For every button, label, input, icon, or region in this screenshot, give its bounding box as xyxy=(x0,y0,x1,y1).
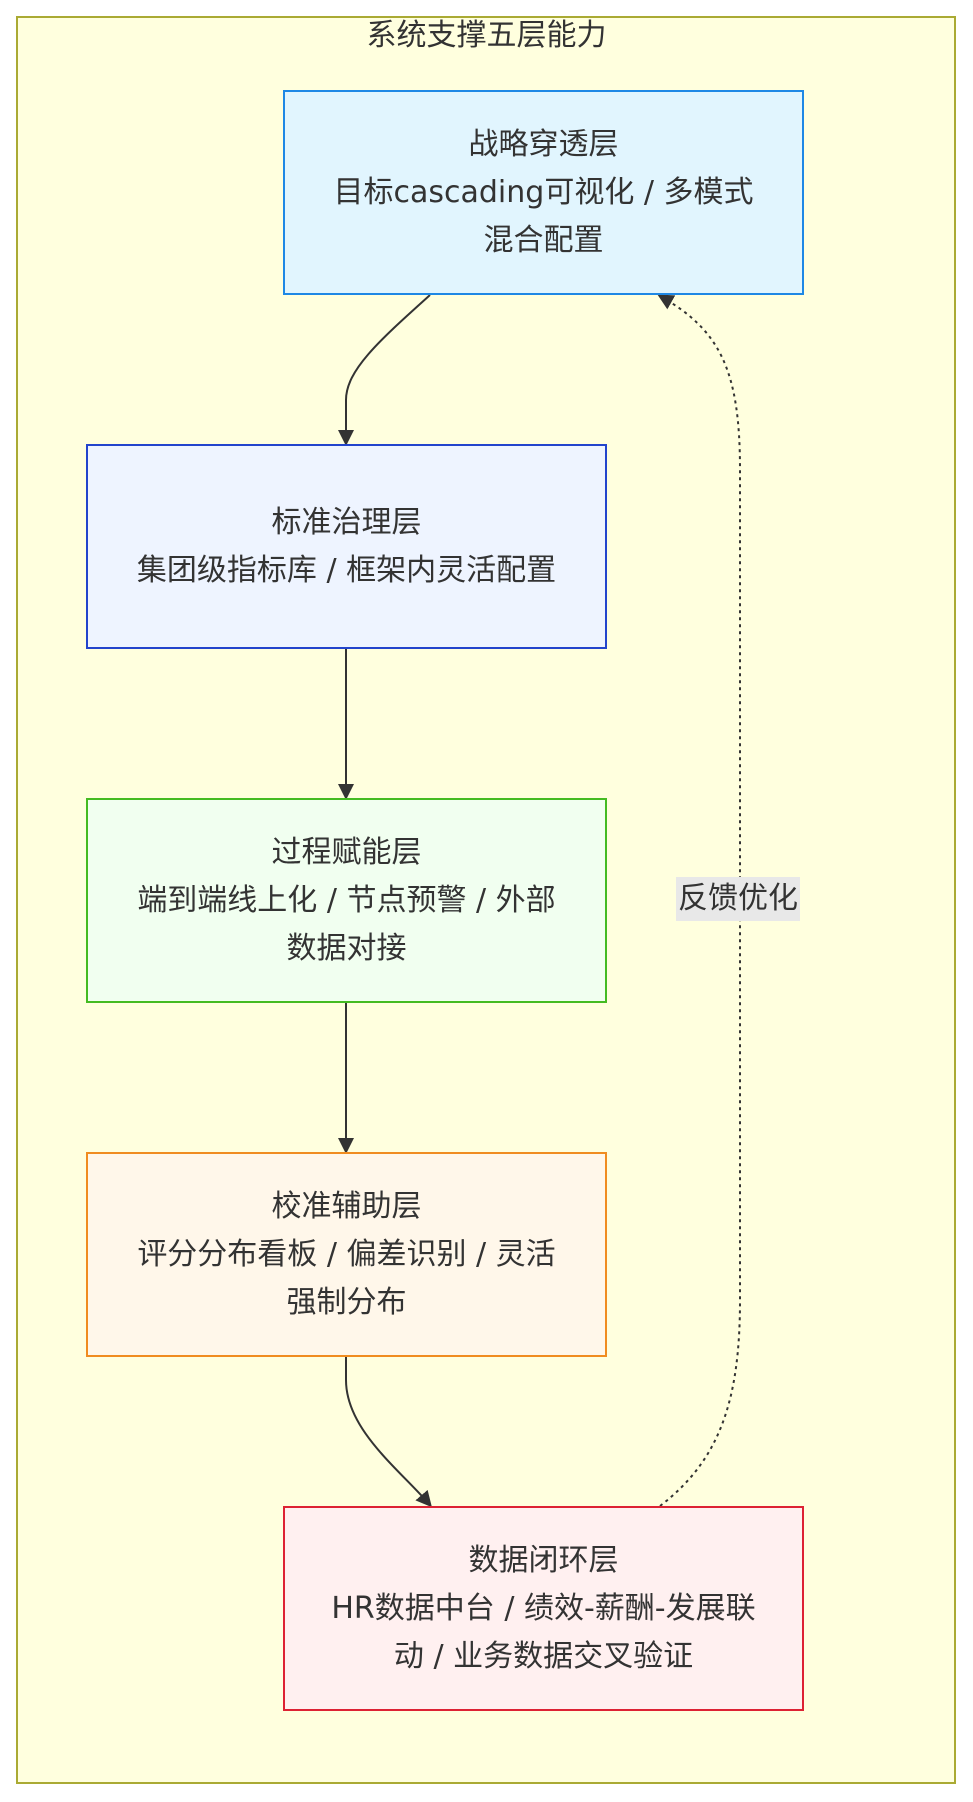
feedback-edge-label: 反馈优化 xyxy=(676,877,800,921)
node-data-loop-layer: 数据闭环层 HR数据中台 / 绩效-薪酬-发展联动 / 业务数据交叉验证 xyxy=(283,1506,804,1711)
node-strategy-layer: 战略穿透层 目标cascading可视化 / 多模式混合配置 xyxy=(283,90,804,295)
edge-strategy-to-standard xyxy=(338,294,431,446)
node-title: 标准治理层 xyxy=(271,504,422,540)
node-title: 过程赋能层 xyxy=(271,834,422,870)
diagram-title: 系统支撑五层能力 xyxy=(366,18,607,53)
node-calibration-layer: 校准辅助层 评分分布看板 / 偏差识别 / 灵活强制分布 xyxy=(86,1152,607,1357)
edge-calib-to-data xyxy=(345,1357,432,1508)
node-standard-layer: 标准治理层 集团级指标库 / 框架内灵活配置 xyxy=(86,444,607,649)
node-title: 战略穿透层 xyxy=(468,126,619,162)
node-desc: HR数据中台 / 绩效-薪酬-发展联动 / 业务数据交叉验证 xyxy=(331,1590,756,1674)
node-desc: 端到端线上化 / 节点预警 / 外部数据对接 xyxy=(137,882,556,966)
node-process-layer: 过程赋能层 端到端线上化 / 节点预警 / 外部数据对接 xyxy=(86,798,607,1003)
node-title: 数据闭环层 xyxy=(468,1542,619,1578)
node-desc: 集团级指标库 / 框架内灵活配置 xyxy=(136,552,557,588)
node-desc: 评分分布看板 / 偏差识别 / 灵活强制分布 xyxy=(137,1236,556,1320)
node-desc: 目标cascading可视化 / 多模式混合配置 xyxy=(333,174,754,258)
node-title: 校准辅助层 xyxy=(271,1188,422,1224)
